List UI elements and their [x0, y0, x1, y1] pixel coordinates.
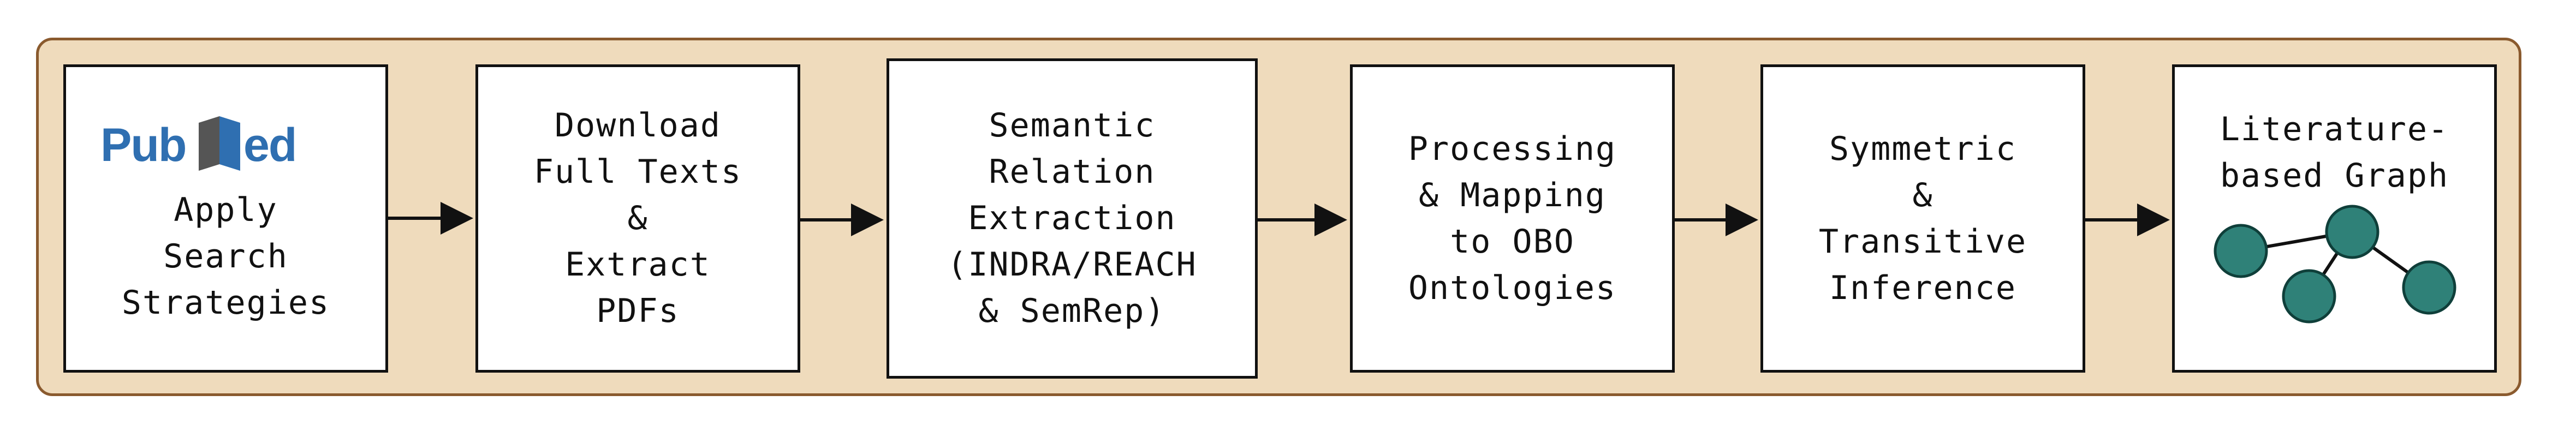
step-semantic-line-3: Extraction	[968, 199, 1176, 237]
step-processing-line-4: Ontologies	[1408, 268, 1617, 307]
pubmed-logo-icon: Pub ed	[100, 116, 297, 171]
step-apply-search-box: Pub ed Apply Search Strategies	[63, 64, 388, 373]
step-apply-search-line-1: Apply	[174, 191, 278, 229]
step-download-box: Download Full Texts & Extract PDFs	[475, 64, 800, 373]
step-processing-line-2: & Mapping	[1418, 176, 1607, 214]
graph-node-1-icon	[2214, 224, 2268, 278]
step-semantic-line-1: Semantic	[989, 106, 1156, 145]
svg-text:Pub: Pub	[100, 119, 186, 171]
step-processing-line-3: to OBO	[1450, 222, 1575, 261]
step-download-line-5: PDFs	[596, 292, 680, 330]
step-semantic-line-5: & SemRep)	[978, 292, 1166, 330]
step-semantic-box: Semantic Relation Extraction (INDRA/REAC…	[887, 58, 1258, 379]
graph-node-3-icon	[2282, 269, 2336, 324]
pubmed-logo: Pub ed	[100, 111, 352, 176]
step-symmetric-line-1: Symmetric	[1829, 129, 2017, 168]
step-semantic-line-4: (INDRA/REACH	[947, 246, 1197, 284]
step-graph-line-1: Literature-	[2220, 110, 2449, 148]
step-apply-search-line-2: Search	[163, 237, 288, 276]
step-processing-box: Processing & Mapping to OBO Ontologies	[1350, 64, 1675, 373]
step-download-line-2: Full Texts	[533, 153, 742, 191]
step-apply-search-line-3: Strategies	[121, 284, 330, 322]
step-download-line-1: Download	[555, 106, 721, 145]
step-download-line-4: Extract	[565, 246, 711, 284]
step-graph-line-2: based Graph	[2220, 157, 2449, 195]
step-download-line-3: &	[627, 199, 649, 237]
step-graph-box: Literature- based Graph	[2172, 64, 2497, 373]
step-symmetric-line-4: Inference	[1829, 268, 2017, 307]
step-semantic-line-2: Relation	[989, 153, 1156, 191]
step-processing-line-1: Processing	[1408, 129, 1617, 168]
pipeline-panel	[36, 38, 2521, 396]
literature-graph-icon	[2214, 205, 2456, 324]
step-symmetric-box: Symmetric & Transitive Inference	[1760, 64, 2085, 373]
step-symmetric-line-2: &	[1912, 176, 1934, 214]
graph-node-4-icon	[2402, 260, 2456, 315]
step-symmetric-line-3: Transitive	[1818, 222, 2027, 261]
svg-text:ed: ed	[243, 119, 296, 171]
graph-node-2-icon	[2325, 205, 2379, 259]
